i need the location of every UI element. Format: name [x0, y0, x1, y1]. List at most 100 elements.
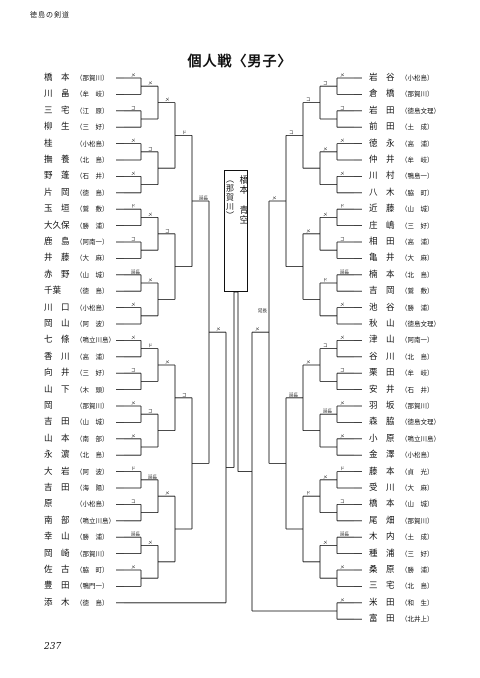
- player-name: 吉 岡: [369, 286, 395, 297]
- score-mark: 延長: [199, 195, 208, 202]
- score-mark: メ: [340, 74, 345, 79]
- right-player-row: 三 宅（北 島）: [369, 578, 434, 594]
- score-mark: メ: [131, 434, 136, 439]
- player-name: 栗 田: [369, 368, 395, 379]
- player-name: 原: [44, 499, 53, 510]
- left-player-row: 七 條（鳴立川島）: [44, 332, 115, 348]
- score-mark: コ: [148, 146, 153, 152]
- champion-box: 橋本 青空 （那賀川）: [224, 170, 248, 292]
- player-name: 岡 崎: [44, 548, 70, 559]
- player-name: 受 川: [369, 483, 395, 493]
- player-name: 佐 古: [44, 565, 70, 575]
- player-school: （山 城）: [401, 205, 434, 214]
- player-name: 桑 原: [369, 565, 395, 575]
- right-player-row: 木 内（土 成）: [369, 529, 434, 545]
- score-mark: コ: [182, 392, 187, 398]
- player-name: 楠 本: [369, 269, 395, 280]
- player-school: （土 成）: [401, 123, 434, 132]
- player-name: 庄 嶋: [369, 220, 395, 231]
- player-name: 幸 山: [44, 532, 70, 543]
- player-school: （石 井）: [401, 385, 434, 394]
- right-player-row: 米 田（和 生）: [369, 595, 434, 611]
- left-player-row: 向 井 （三 好）: [44, 365, 109, 381]
- score-mark: ド: [340, 205, 345, 210]
- score-mark: メ: [165, 492, 170, 497]
- player-name: 豊 田: [44, 581, 70, 592]
- player-school: （小松島）: [401, 74, 434, 82]
- player-school: （鳴立川島）: [76, 336, 115, 345]
- left-player-row: 幸 山（勝 浦）: [44, 529, 109, 545]
- left-player-row: 山 本（南 部）: [44, 431, 109, 447]
- player-name: 岡 山: [44, 319, 70, 329]
- score-mark: メ: [340, 172, 345, 177]
- player-name: 野 蓬: [44, 171, 70, 182]
- player-school: （那賀川）: [401, 90, 434, 99]
- player-name: 千葉: [44, 286, 62, 297]
- score-mark: コ: [131, 499, 136, 505]
- player-name: 柳 生: [44, 122, 70, 133]
- right-player-row: 受 川（大 麻）: [369, 480, 434, 496]
- player-name: 橋 本: [44, 73, 70, 83]
- player-name: 三 宅: [369, 581, 395, 592]
- player-name: 吉 田: [44, 417, 70, 428]
- score-mark: コ: [131, 105, 136, 111]
- right-player-row: 近 藤 （山 城）: [369, 201, 434, 217]
- score-mark: ド: [182, 131, 187, 136]
- score-mark: メ: [306, 361, 311, 366]
- player-school: （木 頭）: [76, 385, 109, 394]
- left-player-row: 鹿 島（阿南一）: [44, 234, 109, 250]
- score-mark: 延長: [289, 391, 298, 398]
- right-player-row: 安 井 （石 井）: [369, 382, 434, 398]
- right-player-row: 亀 井（大 麻）: [369, 250, 434, 266]
- score-mark: コ: [289, 130, 294, 136]
- score-mark: メ: [148, 541, 153, 546]
- player-name: 岩 谷: [369, 73, 395, 83]
- score-mark: ド: [148, 344, 153, 349]
- player-school: （徳島文理）: [401, 418, 440, 427]
- score-mark: コ: [340, 237, 345, 243]
- player-school: （勝 浦）: [401, 566, 434, 574]
- player-name: 尾 畑: [369, 515, 395, 526]
- player-name: 井 藤: [44, 253, 70, 264]
- right-player-row: 八 木 （脇 町）: [369, 185, 434, 201]
- right-player-row: 岩 田（徳島文理）: [369, 103, 440, 119]
- player-school: （南 部）: [76, 434, 109, 443]
- player-name: 向 井: [44, 368, 70, 379]
- final-mark: 延長: [258, 307, 267, 314]
- score-mark: ド: [131, 467, 136, 472]
- player-school: （小松島）: [76, 139, 109, 148]
- score-mark: メ: [340, 336, 345, 341]
- left-player-row: 撫 養（北 島）: [44, 152, 109, 168]
- player-name: 小 原: [369, 433, 395, 444]
- player-school: （徳 島）: [76, 287, 109, 296]
- left-player-row: 永 濵（北 島）: [44, 447, 109, 463]
- right-player-row: 倉 橋（那賀川）: [369, 86, 434, 102]
- score-mark: メ: [131, 172, 136, 177]
- left-player-row: 香 川（高 浦）: [44, 349, 109, 365]
- player-school: （小松島）: [76, 303, 109, 312]
- player-school: （山 城）: [76, 418, 109, 427]
- left-player-row: 橋 本（那賀川）: [44, 70, 109, 86]
- player-school: （鴨門一）: [76, 582, 109, 591]
- score-mark: ド: [323, 279, 328, 284]
- player-name: 近 藤: [369, 204, 395, 215]
- score-mark: メ: [131, 402, 136, 407]
- player-name: 安 井: [369, 384, 395, 395]
- player-school: （三 好）: [76, 369, 109, 378]
- left-player-row: 岡 崎（那賀川）: [44, 546, 109, 562]
- left-player-row: 桂（小松島）: [44, 136, 109, 152]
- left-player-row: 大久保（勝 浦）: [44, 218, 109, 234]
- score-mark: メ: [340, 566, 345, 571]
- player-school: （脇 町）: [401, 188, 434, 197]
- score-mark: メ: [148, 213, 153, 218]
- score-mark: メ: [323, 147, 328, 152]
- champion-name: 橋本 青空: [237, 175, 248, 225]
- player-name: 八 木: [369, 187, 395, 198]
- left-player-row: 山 下（木 頭）: [44, 382, 109, 398]
- page-number: 237: [44, 642, 62, 652]
- left-player-row: 千葉 （徳 島）: [44, 283, 109, 299]
- right-player-row: 池 谷（勝 浦）: [369, 300, 434, 316]
- player-school: （徳島文理）: [401, 106, 440, 115]
- player-name: 吉 田: [44, 483, 70, 493]
